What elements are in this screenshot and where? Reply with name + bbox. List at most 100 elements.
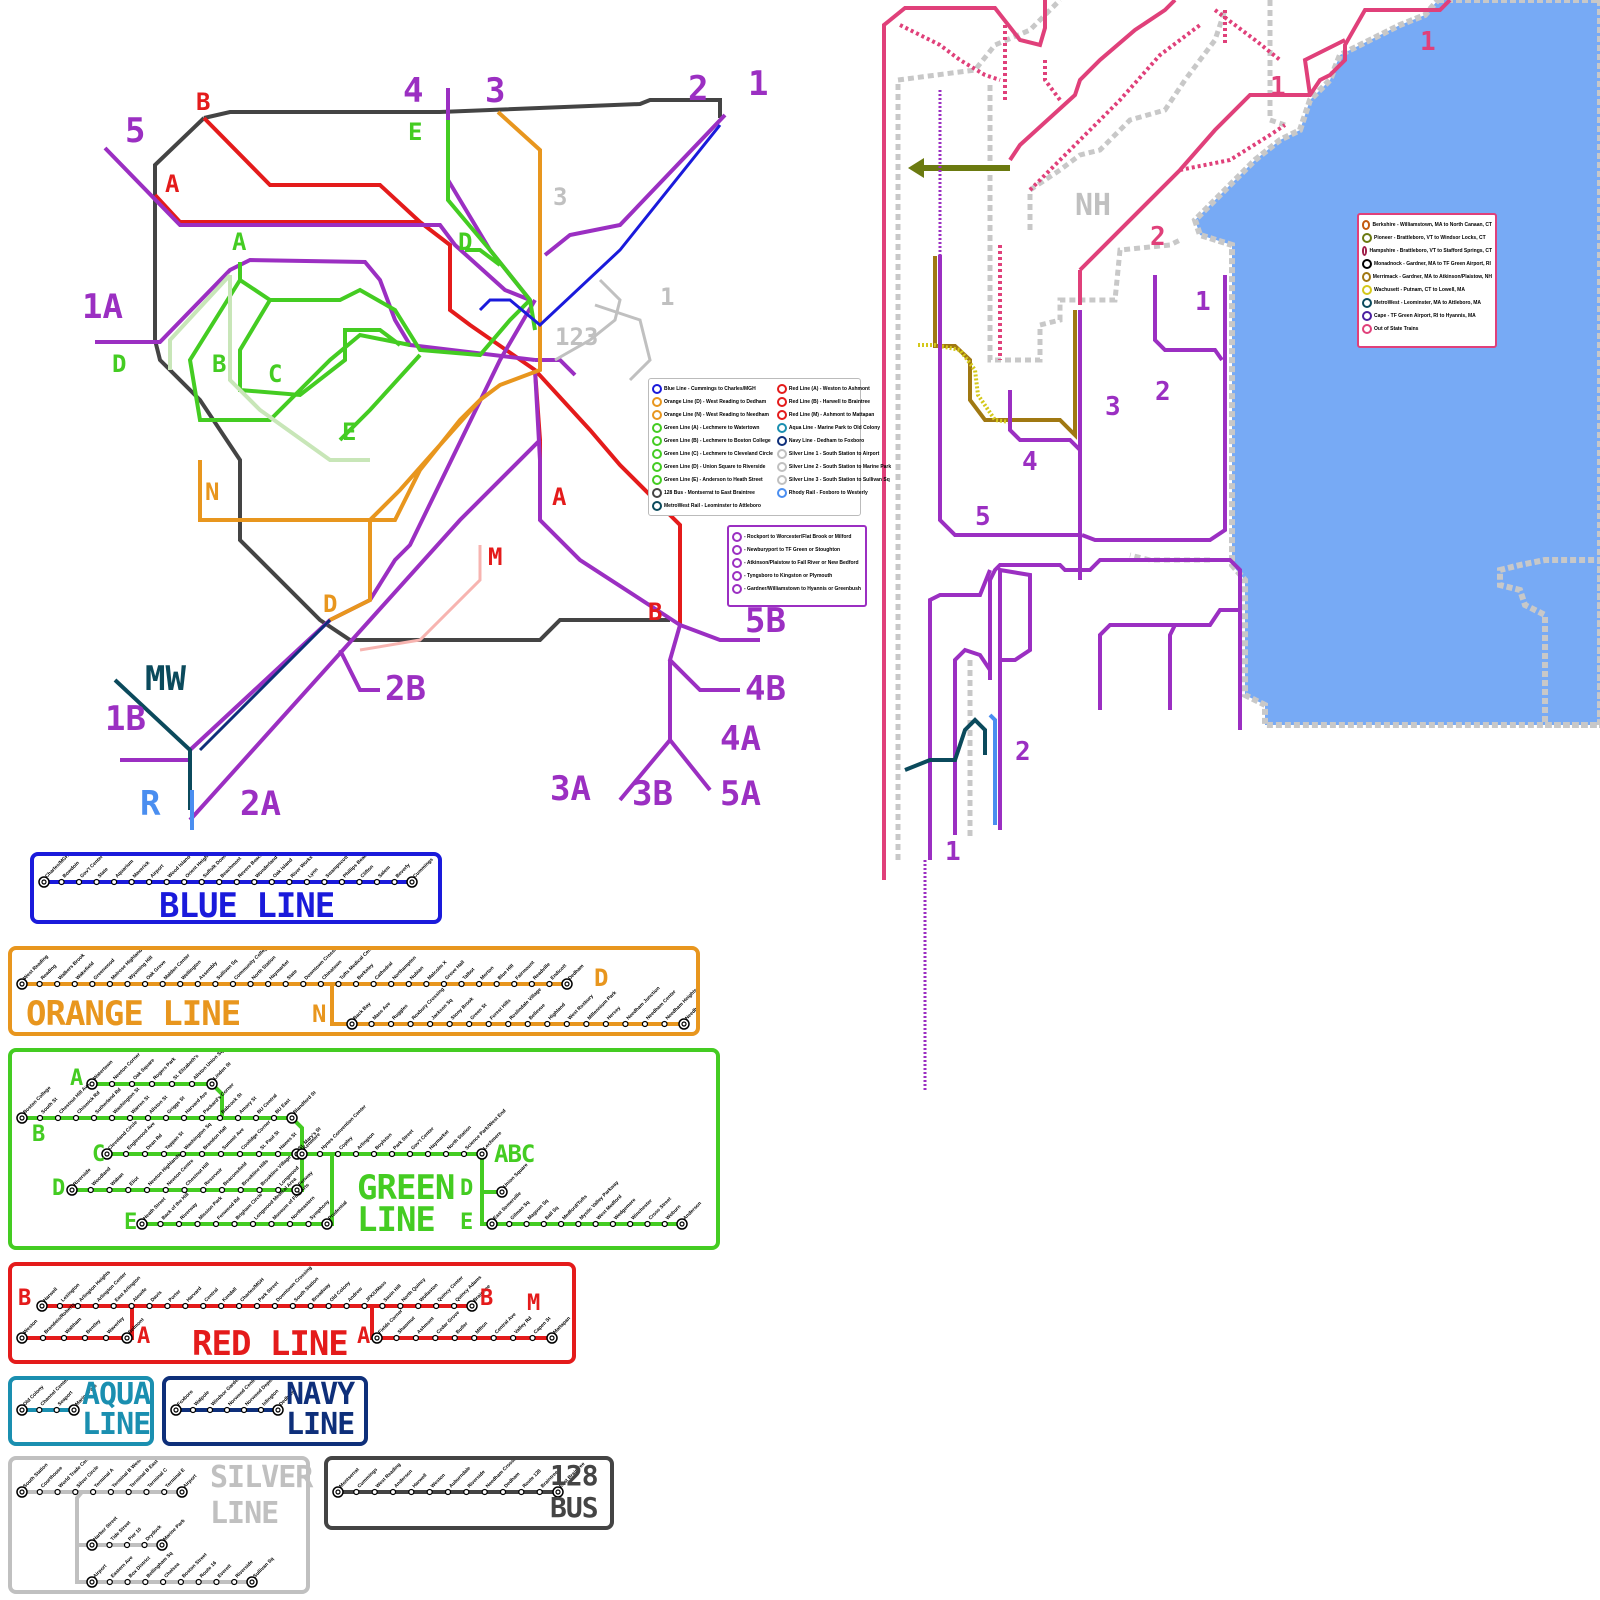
station-dot[interactable] bbox=[233, 878, 240, 886]
station-dot[interactable] bbox=[89, 1542, 95, 1548]
station-dot[interactable] bbox=[216, 1114, 224, 1122]
station-dot[interactable] bbox=[181, 878, 188, 886]
station-dot[interactable] bbox=[141, 1150, 149, 1158]
station-dot[interactable] bbox=[216, 878, 223, 886]
station-dot[interactable] bbox=[361, 1302, 368, 1310]
station-dot[interactable] bbox=[19, 1115, 25, 1121]
station-dot[interactable] bbox=[175, 1220, 183, 1228]
station-dot[interactable] bbox=[54, 1488, 61, 1496]
station-dot[interactable] bbox=[265, 980, 272, 988]
station-dot[interactable] bbox=[36, 1406, 43, 1414]
station-dot[interactable] bbox=[397, 1302, 404, 1310]
station-dot[interactable] bbox=[128, 878, 135, 886]
station-dot[interactable] bbox=[146, 1302, 153, 1310]
station-dot[interactable] bbox=[144, 1114, 152, 1122]
station-dot[interactable] bbox=[128, 1080, 136, 1088]
station-dot[interactable] bbox=[122, 1150, 130, 1158]
station-dot[interactable] bbox=[231, 1578, 238, 1586]
station-dot[interactable] bbox=[106, 1186, 113, 1194]
station-dot[interactable] bbox=[564, 981, 570, 987]
station-dot[interactable] bbox=[179, 1150, 187, 1158]
station-dot[interactable] bbox=[146, 878, 153, 886]
station-dot[interactable] bbox=[177, 980, 184, 988]
station-dot[interactable] bbox=[200, 1302, 207, 1310]
station-dot[interactable] bbox=[102, 1334, 110, 1342]
station-dot[interactable] bbox=[423, 980, 430, 988]
station-dot[interactable] bbox=[406, 1150, 414, 1158]
station-dot[interactable] bbox=[529, 1334, 536, 1342]
station-dot[interactable] bbox=[469, 1303, 475, 1309]
station-dot[interactable] bbox=[583, 1020, 590, 1028]
station-dot[interactable] bbox=[475, 980, 483, 988]
station-dot[interactable] bbox=[198, 878, 205, 886]
station-dot[interactable] bbox=[56, 1302, 64, 1310]
station-dot[interactable] bbox=[110, 1302, 117, 1310]
station-dot[interactable] bbox=[426, 1488, 433, 1496]
station-dot[interactable] bbox=[442, 1150, 450, 1158]
station-dot[interactable] bbox=[549, 1335, 555, 1341]
station-dot[interactable] bbox=[379, 1302, 386, 1310]
station-dot[interactable] bbox=[123, 1541, 131, 1549]
station-dot[interactable] bbox=[249, 1220, 257, 1228]
station-dot[interactable] bbox=[563, 1020, 570, 1028]
station-dot[interactable] bbox=[324, 1221, 330, 1227]
station-dot[interactable] bbox=[90, 1488, 97, 1496]
station-dot[interactable] bbox=[36, 1488, 43, 1496]
station-dot[interactable] bbox=[124, 980, 131, 988]
station-dot[interactable] bbox=[609, 1220, 617, 1228]
station-dot[interactable] bbox=[415, 1302, 422, 1310]
station-dot[interactable] bbox=[209, 1081, 215, 1087]
station-dot[interactable] bbox=[523, 1220, 530, 1228]
station-dot[interactable] bbox=[60, 1334, 68, 1342]
station-dot[interactable] bbox=[234, 1114, 242, 1122]
station-dot[interactable] bbox=[303, 878, 310, 886]
station-dot[interactable] bbox=[444, 1488, 452, 1496]
station-dot[interactable] bbox=[270, 1114, 278, 1122]
station-dot[interactable] bbox=[141, 980, 149, 988]
station-dot[interactable] bbox=[198, 1150, 206, 1158]
station-dot[interactable] bbox=[160, 1578, 167, 1586]
station-dot[interactable] bbox=[289, 1302, 296, 1310]
station-dot[interactable] bbox=[393, 1334, 400, 1342]
station-dot[interactable] bbox=[256, 1186, 263, 1194]
station-dot[interactable] bbox=[72, 1488, 79, 1496]
station-dot[interactable] bbox=[108, 1114, 116, 1122]
station-dot[interactable] bbox=[481, 1488, 488, 1496]
station-dot[interactable] bbox=[289, 1115, 295, 1121]
station-dot[interactable] bbox=[252, 1114, 260, 1122]
station-dot[interactable] bbox=[143, 1488, 150, 1496]
station-dot[interactable] bbox=[19, 1407, 25, 1413]
station-dot[interactable] bbox=[229, 980, 237, 988]
station-dot[interactable] bbox=[446, 1020, 453, 1028]
station-dot[interactable] bbox=[142, 1578, 149, 1586]
station-dot[interactable] bbox=[681, 1021, 687, 1027]
station-dot[interactable] bbox=[433, 1302, 440, 1310]
station-dot[interactable] bbox=[356, 878, 363, 886]
station-dot[interactable] bbox=[479, 1151, 485, 1157]
station-dot[interactable] bbox=[641, 1020, 649, 1028]
station-dot[interactable] bbox=[427, 1020, 434, 1028]
station-dot[interactable] bbox=[181, 1186, 188, 1194]
station-dot[interactable] bbox=[54, 1114, 62, 1122]
station-dot[interactable] bbox=[412, 1334, 419, 1342]
station-dot[interactable] bbox=[212, 980, 219, 988]
station-dot[interactable] bbox=[173, 1407, 179, 1413]
station-dot[interactable] bbox=[39, 1334, 47, 1342]
station-dot[interactable] bbox=[506, 1220, 513, 1228]
station-dot[interactable] bbox=[231, 1220, 238, 1228]
station-dot[interactable] bbox=[388, 980, 395, 988]
station-dot[interactable] bbox=[424, 1150, 432, 1158]
station-dot[interactable] bbox=[409, 879, 415, 885]
station-dot[interactable] bbox=[546, 980, 553, 988]
station-dot[interactable] bbox=[247, 980, 254, 988]
station-dot[interactable] bbox=[81, 1334, 89, 1342]
station-dot[interactable] bbox=[679, 1221, 685, 1227]
station-dot[interactable] bbox=[540, 1220, 547, 1228]
station-dot[interactable] bbox=[213, 1578, 220, 1586]
station-dot[interactable] bbox=[627, 1220, 634, 1228]
station-dot[interactable] bbox=[255, 1150, 263, 1158]
station-dot[interactable] bbox=[36, 1114, 44, 1122]
station-dot[interactable] bbox=[575, 1220, 582, 1228]
station-dot[interactable] bbox=[499, 1488, 507, 1496]
station-dot[interactable] bbox=[349, 1021, 355, 1027]
